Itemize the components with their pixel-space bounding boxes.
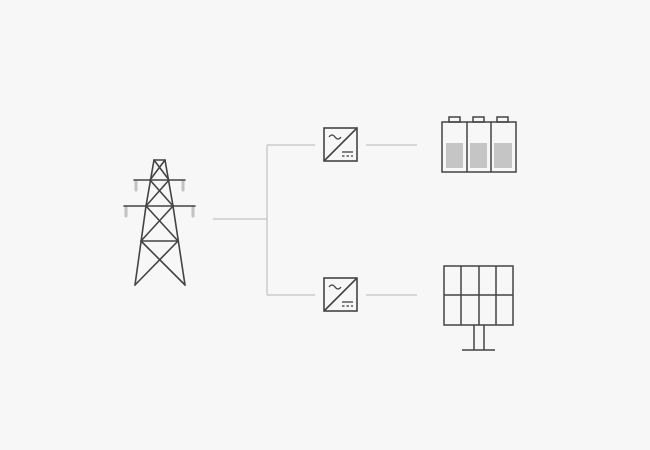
battery-pack-icon bbox=[441, 116, 517, 173]
battery-cell-3-fill bbox=[494, 143, 512, 168]
inverter-top-icon bbox=[323, 127, 358, 162]
inverter-bottom-icon bbox=[323, 277, 358, 312]
battery-cell-2-fill bbox=[470, 143, 487, 168]
insulators bbox=[124, 179, 195, 218]
transmission-tower-icon bbox=[123, 159, 196, 286]
battery-cell-1-fill bbox=[446, 143, 463, 168]
connectors bbox=[213, 144, 417, 296]
solar-panel-icon bbox=[443, 265, 514, 351]
